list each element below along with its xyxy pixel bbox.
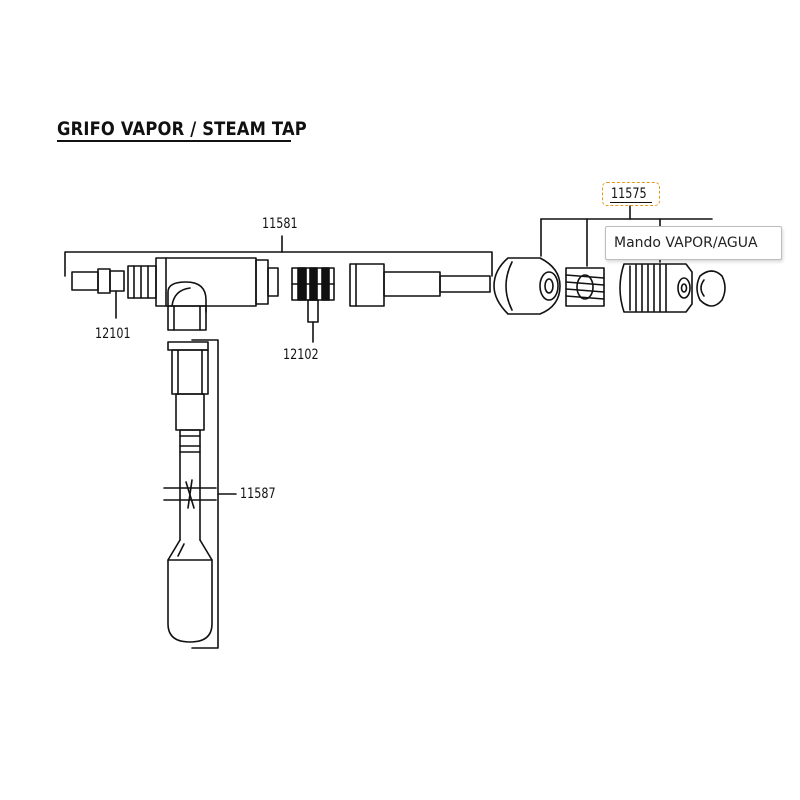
nozzle-12101: [71, 268, 125, 319]
diagram-title: GRIFO VAPOR / STEAM TAP: [57, 118, 307, 140]
steam-wand-11587: [163, 341, 217, 643]
spindle: [349, 263, 491, 307]
part-link-11575[interactable]: 11575: [602, 182, 660, 206]
part-label-underline: [610, 202, 652, 203]
part-label-11575: 11575: [611, 186, 647, 202]
bracket-11587: [191, 339, 237, 649]
valve-body: [127, 257, 279, 331]
part-label-12102: 12102: [283, 347, 319, 363]
valve-seal-12102: [291, 267, 335, 343]
part-label-12101: 12101: [95, 326, 131, 342]
spring: [565, 267, 605, 307]
bonnet: [493, 257, 561, 315]
bracket-11581: [64, 235, 493, 277]
part-tooltip: Mando VAPOR/AGUA: [605, 226, 782, 260]
part-label-11581: 11581: [262, 216, 298, 232]
knob-cap: [696, 270, 726, 307]
part-label-11587: 11587: [240, 486, 276, 502]
title-underline: [57, 140, 291, 142]
handle-knob: [619, 263, 693, 313]
